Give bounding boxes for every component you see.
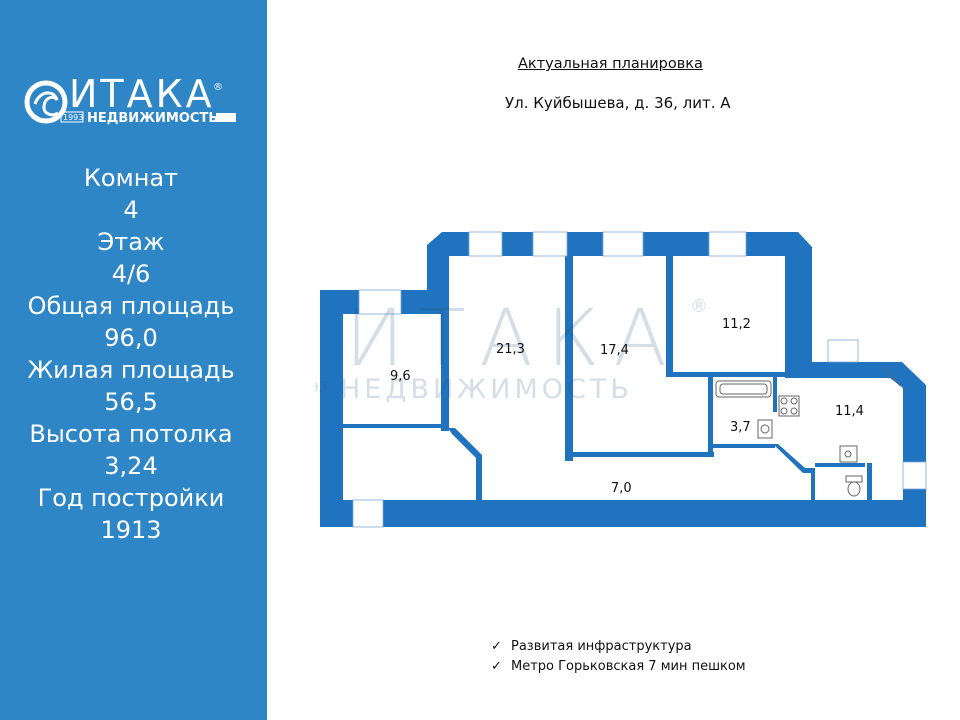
spec-value-living-area: 56,5	[104, 388, 158, 416]
spec-label-total-area: Общая площадь	[27, 292, 235, 320]
registered-mark: ®	[213, 82, 223, 93]
spec-label-build-year: Год постройки	[37, 484, 225, 512]
feature-text: Развитая инфраструктура	[511, 639, 692, 654]
check-icon: ✓	[491, 659, 502, 674]
watermark-logo: ИТАКА НЕДВИЖИМОСТЬ 1993 ®	[315, 294, 708, 405]
svg-text:1993: 1993	[315, 380, 328, 396]
svg-text:ИТАКА: ИТАКА	[345, 294, 681, 384]
itaka-logo: ИТАКА ® 1993 НЕДВИЖИМОСТЬ	[24, 72, 236, 126]
room-area-label: 3,7	[730, 420, 751, 435]
kitchen-corner-line	[883, 365, 901, 387]
plan-title: Актуальная планировка	[518, 56, 703, 72]
stove-icon	[778, 395, 800, 417]
spec-value-total-area: 96,0	[104, 324, 158, 352]
spec-value-build-year: 1913	[100, 516, 162, 544]
svg-text:®: ®	[690, 296, 708, 317]
spec-label-living-area: Жилая площадь	[27, 356, 235, 384]
property-specs: Комнат 4 Этаж 4/6 Общая площадь 96,0 Жил…	[0, 162, 262, 546]
brand-subtitle: НЕДВИЖИМОСТЬ	[87, 111, 218, 126]
windows	[352, 231, 927, 528]
kitchen-sink-icon	[839, 445, 858, 463]
floor-plan: ИТАКА НЕДВИЖИМОСТЬ 1993 ® 9,6 21,3 17,4 …	[315, 231, 927, 528]
toilet-icon	[845, 475, 863, 497]
interior-walls	[343, 256, 872, 500]
spec-label-ceiling-height: Высота потолка	[29, 420, 233, 448]
plan-address: Ул. Куйбышева, д. 36, лит. А	[505, 94, 731, 112]
room-area-label: 11,2	[722, 317, 751, 332]
room-area-label: 21,3	[496, 342, 525, 357]
features-list: ✓ Развитая инфраструктура ✓ Метро Горьковс…	[491, 637, 746, 677]
spec-value-floor: 4/6	[111, 260, 151, 288]
room-area-label: 17,4	[600, 343, 629, 358]
room-area-label: 9,6	[390, 369, 411, 384]
brand-name: ИТАКА	[69, 72, 215, 116]
feature-item: ✓ Метро Горьковская 7 мин пешком	[491, 657, 746, 677]
bathtub-icon	[715, 380, 772, 398]
room-area-label: 11,4	[835, 404, 864, 419]
feature-text: Метро Горьковская 7 мин пешком	[511, 659, 746, 674]
wave-emblem-icon	[24, 80, 68, 124]
sidebar: ИТАКА ® 1993 НЕДВИЖИМОСТЬ Комнат 4 Этаж …	[0, 0, 267, 720]
feature-item: ✓ Развитая инфраструктура	[491, 637, 746, 657]
check-icon: ✓	[491, 639, 502, 654]
room-area-label: 7,0	[611, 481, 632, 496]
spec-label-floor: Этаж	[97, 228, 165, 256]
sink-icon	[757, 419, 773, 439]
spec-value-rooms: 4	[123, 196, 139, 224]
spec-label-rooms: Комнат	[83, 164, 179, 192]
floor-interior	[343, 256, 903, 500]
spec-value-ceiling-height: 3,24	[104, 452, 158, 480]
brand-year: 1993	[63, 113, 83, 122]
svg-text:НЕДВИЖИМОСТЬ: НЕДВИЖИМОСТЬ	[340, 374, 633, 405]
